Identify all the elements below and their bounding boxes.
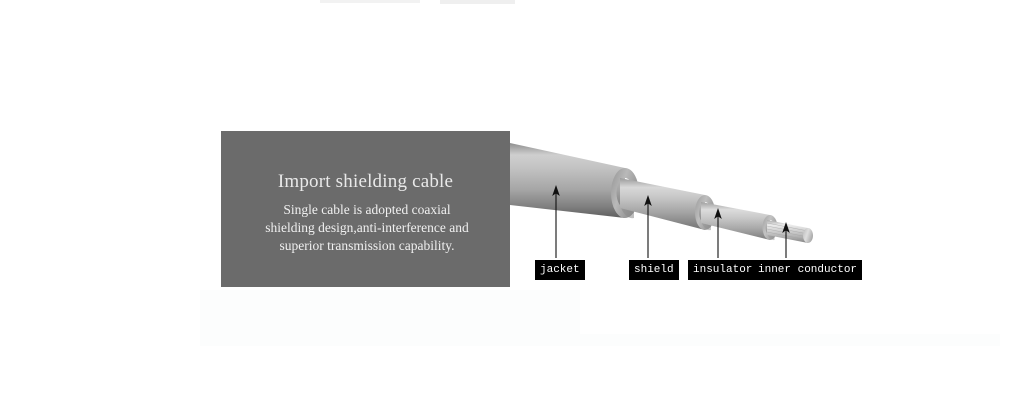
callout-label-jacket: jacket bbox=[535, 260, 585, 280]
description-line-2: shielding design,anti-interference and bbox=[265, 220, 469, 235]
background-wash bbox=[200, 290, 580, 334]
callout-arrow-jacket bbox=[552, 185, 560, 258]
description-line-3: superior transmission capability. bbox=[279, 238, 455, 253]
callout-label-insulator: insulator bbox=[688, 260, 758, 280]
cable-layer-inner-conductor bbox=[766, 220, 813, 243]
panel-description: Single cable is adopted coaxial shieldin… bbox=[253, 201, 481, 255]
callout-arrow-inner-conductor bbox=[782, 222, 790, 258]
background-wash bbox=[200, 334, 1000, 346]
cable-layer-shield bbox=[620, 178, 715, 231]
callout-label-shield: shield bbox=[629, 260, 679, 280]
callout-arrow-shield bbox=[644, 195, 652, 258]
cable-layer-jacket bbox=[510, 143, 639, 219]
callout-label-inner-conductor: inner conductor bbox=[753, 260, 863, 280]
background-artifact bbox=[320, 0, 420, 3]
cable-layer-insulator bbox=[701, 202, 778, 241]
callout-arrows bbox=[552, 185, 790, 258]
page-title: Import shielding cable bbox=[277, 171, 454, 192]
description-line-1: Single cable is adopted coaxial bbox=[283, 202, 451, 217]
callout-arrow-insulator bbox=[714, 208, 722, 258]
info-panel: Import shielding cable Single cable is a… bbox=[221, 131, 510, 287]
background-artifact bbox=[440, 0, 515, 4]
